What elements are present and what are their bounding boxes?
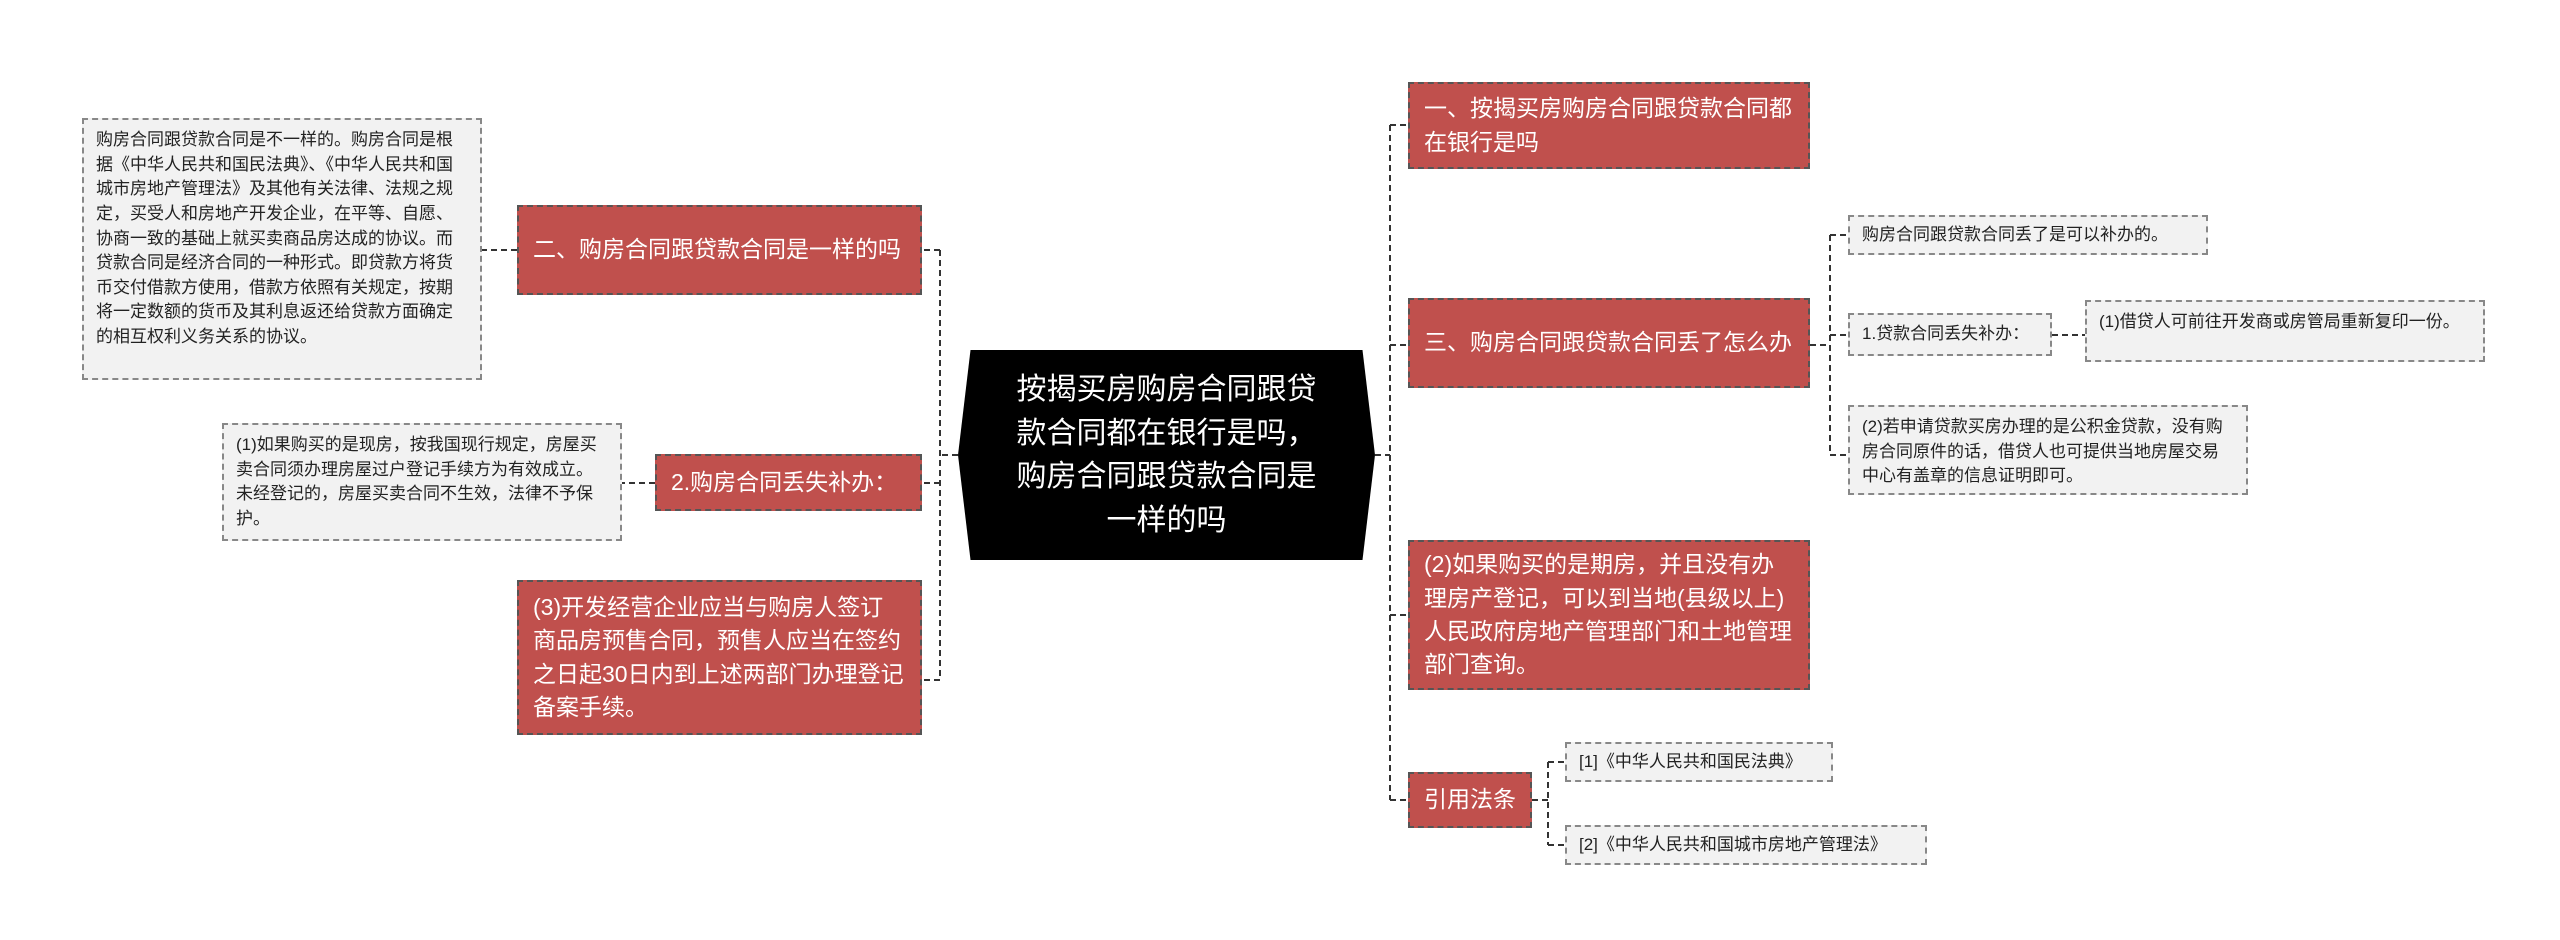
existing-house-note: (1)如果购买的是现房，按我国现行规定，房屋买卖合同须办理房屋过户登记手续方为有…: [222, 423, 622, 541]
loan-contract-reissue-detail: (1)借贷人可前往开发商或房管局重新复印一份。: [2085, 300, 2485, 362]
topic-q3-lost-contract: 三、购房合同跟贷款合同丢了怎么办: [1408, 298, 1810, 388]
topic-purchase-contract-reissue: 2.购房合同丢失补办：: [655, 454, 922, 511]
topic-presale-registration: (3)开发经营企业应当与购房人签订商品房预售合同，预售人应当在签约之日起30日内…: [517, 580, 922, 735]
loan-contract-reissue-label: 1.贷款合同丢失补办：: [1848, 313, 2052, 356]
law-urban-real-estate: [2]《中华人民共和国城市房地产管理法》: [1565, 825, 1927, 865]
topic-cited-laws: 引用法条: [1408, 772, 1532, 828]
topic-futures-housing: (2)如果购买的是期房，并且没有办理房产登记，可以到当地(县级以上)人民政府房地…: [1408, 540, 1810, 690]
law-civil-code: [1]《中华人民共和国民法典》: [1565, 742, 1833, 782]
topic-q2-same-contract: 二、购房合同跟贷款合同是一样的吗: [517, 205, 922, 295]
note-can-reissue: 购房合同跟贷款合同丢了是可以补办的。: [1848, 215, 2208, 255]
public-fund-loan-note: (2)若申请贷款买房办理的是公积金贷款，没有购房合同原件的话，借贷人也可提供当地…: [1848, 405, 2248, 495]
topic-q1-same-bank: 一、按揭买房购房合同跟贷款合同都在银行是吗: [1408, 82, 1810, 169]
central-topic: 按揭买房购房合同跟贷款合同都在银行是吗，购房合同跟贷款合同是一样的吗: [958, 350, 1375, 560]
q2-explanation: 购房合同跟贷款合同是不一样的。购房合同是根据《中华人民共和国民法典》、《中华人民…: [82, 118, 482, 380]
